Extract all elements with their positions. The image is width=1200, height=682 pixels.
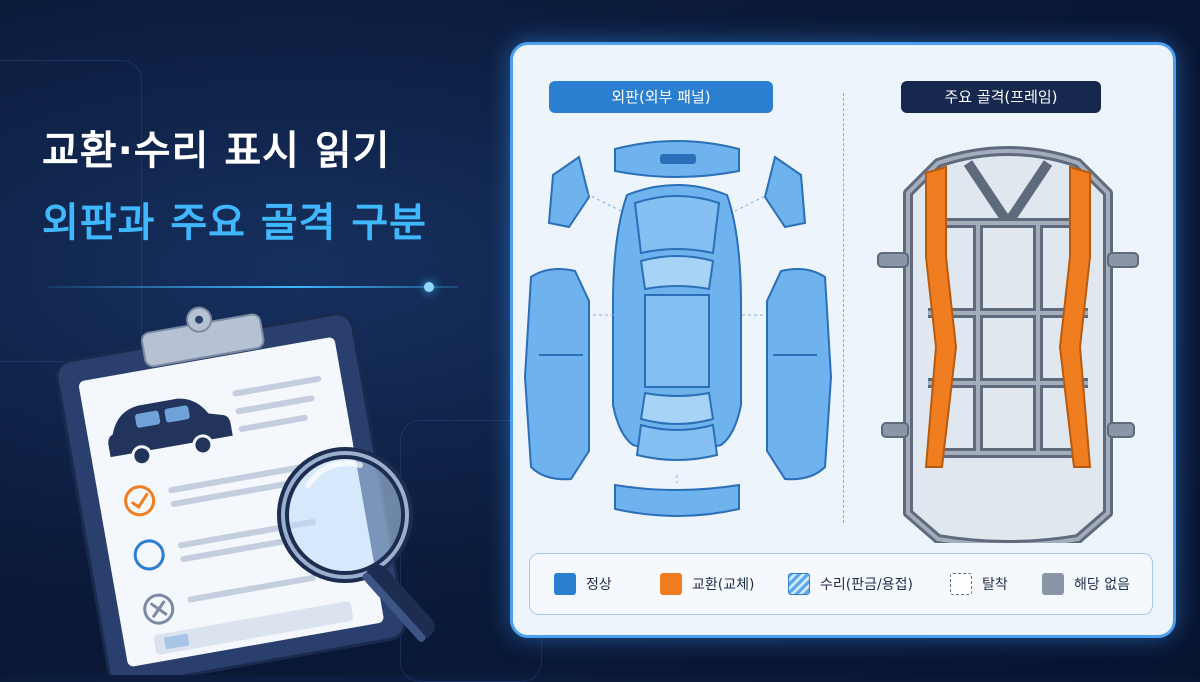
windshield — [639, 255, 715, 291]
title-line-1: 교환·수리 표시 읽기 — [42, 128, 391, 174]
roof — [644, 294, 710, 388]
exterior-panels-diagram — [523, 140, 833, 517]
divider-glow-dot — [424, 282, 434, 292]
legend-label: 정상 — [586, 577, 612, 593]
check-icon — [124, 485, 156, 517]
circle-icon — [133, 539, 165, 571]
grille — [660, 154, 696, 164]
legend-item-removed: 탈착 — [950, 573, 1008, 595]
legend-item-normal: 정상 — [554, 573, 612, 595]
legend-label: 탈착 — [982, 577, 1008, 593]
diagram-panel: 외판(외부 패널) 주요 골격(프레임) — [510, 42, 1176, 638]
front-right-fender — [763, 155, 807, 229]
legend-item-repair: 수리(판금/용접) — [788, 573, 913, 595]
section-separator — [843, 93, 844, 523]
frame-diagram — [877, 146, 1139, 543]
magnifier-icon — [277, 447, 435, 642]
legend-swatch-removed — [950, 573, 972, 595]
legend-item-replace: 교환(교체) — [660, 573, 754, 595]
legend-swatch-repair — [788, 573, 810, 595]
rear-window — [639, 391, 715, 425]
hood — [633, 195, 721, 255]
exterior-panels-label: 외판(외부 패널) — [549, 81, 773, 113]
clipboard-icon — [55, 306, 407, 675]
trunk — [635, 423, 719, 461]
front-left-fender — [547, 155, 591, 229]
legend-swatch-normal — [554, 573, 576, 595]
legend-label: 해당 없음 — [1074, 577, 1130, 593]
replaced-members — [924, 165, 1092, 468]
legend-label: 수리(판금/용접) — [820, 577, 913, 593]
legend: 정상 교환(교체) 수리(판금/용접) 탈착 해당 없음 — [529, 553, 1153, 615]
legend-item-na: 해당 없음 — [1042, 573, 1130, 595]
title-line-2: 외판과 주요 골격 구분 — [42, 200, 427, 246]
car-icon — [108, 398, 233, 467]
legend-label: 교환(교체) — [692, 577, 755, 593]
main-frame-label: 주요 골격(프레임) — [901, 81, 1101, 113]
right-doors — [766, 268, 833, 481]
legend-swatch-replace — [660, 573, 682, 595]
clipboard-illustration — [55, 306, 435, 675]
title-divider — [48, 286, 458, 288]
left-doors — [523, 268, 590, 481]
rear-bumper — [614, 483, 740, 517]
x-icon — [143, 593, 175, 625]
legend-swatch-na — [1042, 573, 1064, 595]
